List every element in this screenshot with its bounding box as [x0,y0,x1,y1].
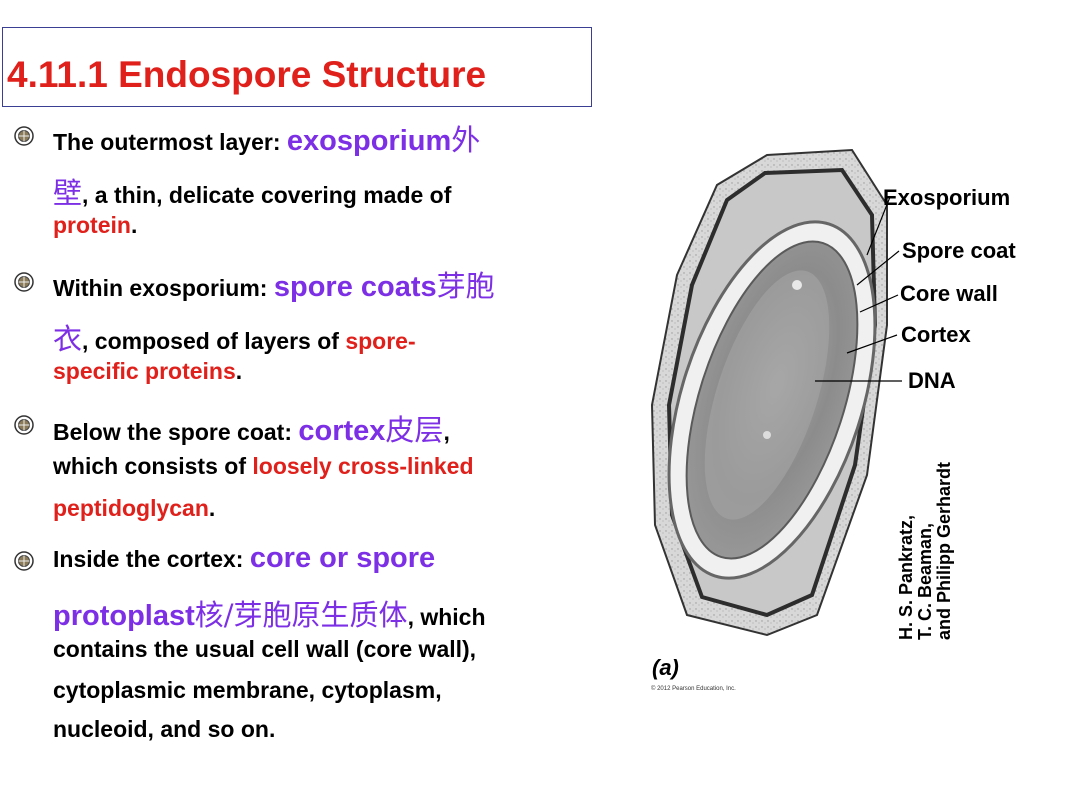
bullet-line: Below the spore coat: cortex皮层, [53,407,450,449]
text-segment: 衣 [53,322,83,356]
bullet-line: Inside the cortex: core or spore [53,542,435,575]
text-segment: spore- [345,328,416,354]
text-segment: . [235,358,243,384]
text-segment: , a thin, delicate covering made of [82,182,452,208]
text-segment: protein [53,212,131,238]
credit-line: and Philipp Gerhardt [934,461,954,640]
text-segment: Within exosporium: [53,275,274,301]
text-segment: , which [407,604,486,630]
text-segment: peptidoglycan [53,495,209,521]
bullet-line: protoplast核/芽胞原生质体, which [53,592,486,634]
globe-bullet-icon [14,551,34,571]
globe-bullet-icon [14,415,34,435]
slide-title: 4.11.1 Endospore Structure [7,54,487,95]
bullet-line: nucleoid, and so on. [53,716,275,743]
bullet-line: which consists of loosely cross-linked [53,453,474,480]
title-box [2,27,592,107]
text-segment: spore coats [273,271,437,303]
text-segment: , [443,419,450,445]
bullet-line: The outermost layer: exosporium外 [53,117,480,159]
text-segment: specific proteins [53,358,236,384]
text-segment: 皮层 [385,413,444,447]
text-segment: core or spore [249,542,436,574]
text-segment: nucleoid, and so on. [53,716,276,742]
photo-credit: H. S. Pankratz, T. C. Beaman, and Philip… [896,461,954,640]
bullet-line: 衣, composed of layers of spore- [53,316,416,358]
globe-bullet-icon [14,272,34,292]
text-segment: , composed of layers of [82,328,346,354]
text-segment: The outermost layer: [53,129,287,155]
text-segment: Inside the cortex: [53,546,250,572]
text-segment: loosely cross-linked [252,453,474,479]
text-segment: 外 [451,123,481,157]
bullet-line: contains the usual cell wall (core wall)… [53,636,476,663]
label-cortex: Cortex [901,322,971,347]
text-segment: . [208,495,216,521]
label-dna: DNA [908,368,956,393]
bullet-line: cytoplasmic membrane, cytoplasm, [53,677,442,704]
text-segment: exosporium [286,125,452,157]
bullet-line: Within exosporium: spore coats芽胞 [53,263,495,305]
panel-letter: (a) [652,655,679,680]
bullet-line: 壁, a thin, delicate covering made of [53,170,451,212]
text-segment: 芽胞 [436,269,495,303]
label-core-wall: Core wall [900,281,998,306]
text-segment: Below the spore coat: [53,419,299,445]
credit-line: H. S. Pankratz, [896,514,916,640]
copyright-notice: © 2012 Pearson Education, Inc. [651,686,736,692]
bullet-line: specific proteins. [53,358,242,385]
text-segment: . [130,212,138,238]
text-segment: cortex [298,415,386,447]
credit-line: T. C. Beaman, [915,522,935,640]
text-segment: contains the usual cell wall (core wall)… [53,636,477,662]
spore-micrograph [650,148,902,637]
label-exosporium: Exosporium [883,185,1011,210]
text-segment: 核/芽胞原生质体 [194,598,408,632]
text-segment: which consists of [53,453,253,479]
text-segment: cytoplasmic membrane, cytoplasm, [53,677,442,703]
bullet-line: peptidoglycan. [53,495,215,522]
text-segment: protoplast [53,600,195,632]
text-segment: 壁 [53,176,83,210]
label-spore-coat: Spore coat [902,238,1016,263]
globe-bullet-icon [14,126,34,146]
bullet-line: protein. [53,212,137,239]
